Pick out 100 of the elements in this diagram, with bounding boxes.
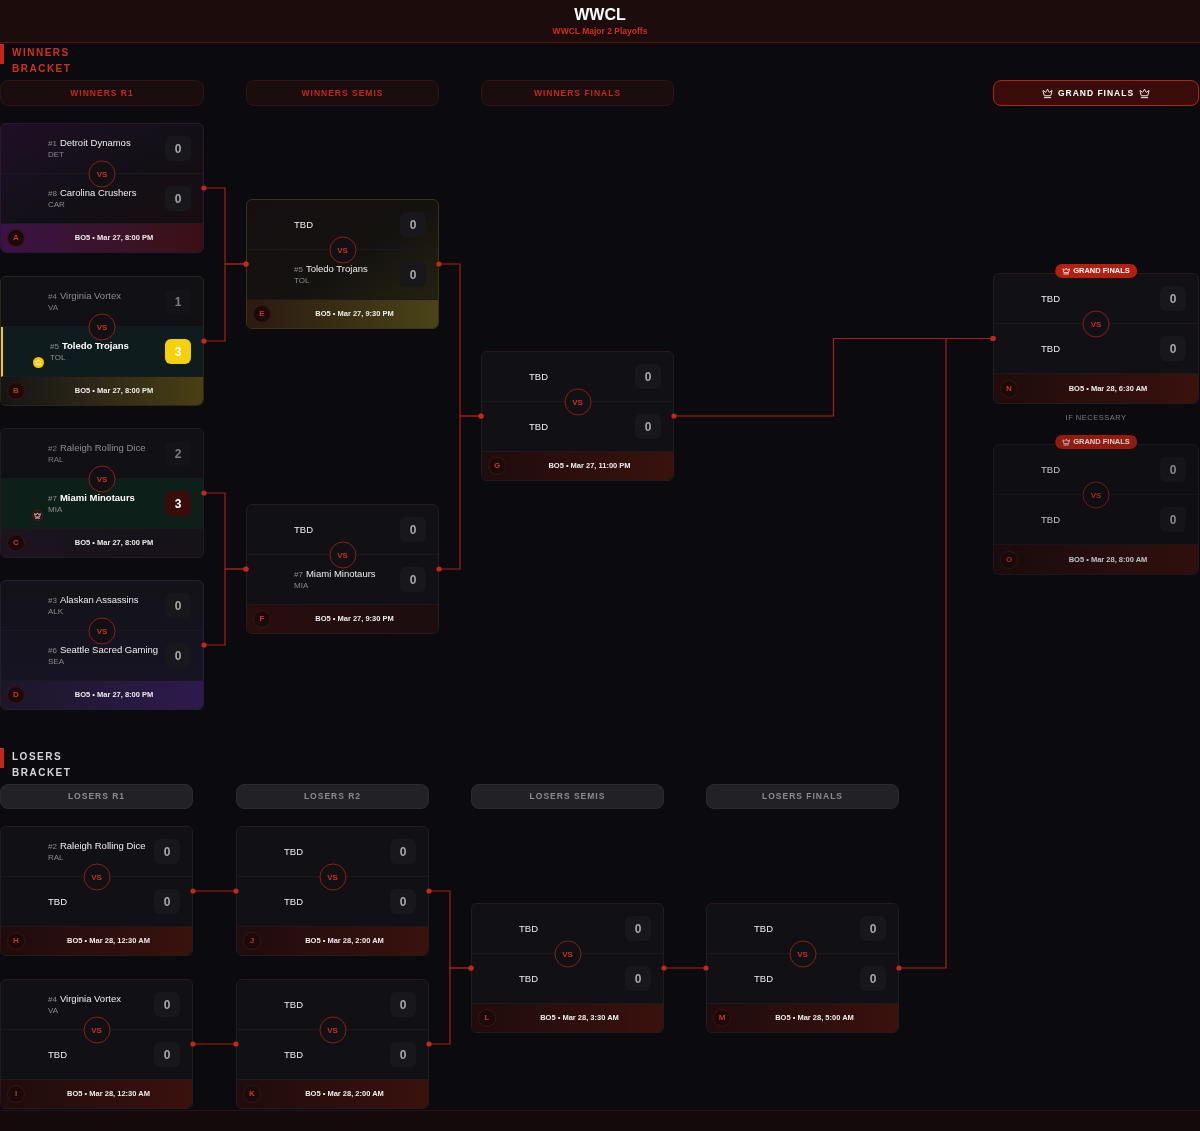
- round-title: GRAND FINALS: [1057, 88, 1135, 98]
- team-name: TBD: [1041, 464, 1060, 475]
- score: 0: [154, 1042, 180, 1067]
- round-header: [993, 80, 1199, 106]
- subtitle: WWCL Major 2 Playoffs: [552, 25, 648, 37]
- match-card: [0, 123, 204, 253]
- connector-line: [661, 965, 709, 971]
- match-id: D: [7, 686, 25, 704]
- round-header: [481, 80, 674, 106]
- team-name: Seattle Sacred Gaming: [59, 645, 159, 655]
- score: 0: [1160, 286, 1186, 311]
- score: 0: [400, 517, 426, 542]
- team-name: TBD: [284, 846, 303, 857]
- vs-marker: VS: [88, 160, 116, 188]
- seed-number: #7: [294, 571, 303, 579]
- team-name: TBD: [529, 371, 548, 382]
- match-card: [236, 826, 429, 956]
- score: 0: [1160, 336, 1186, 361]
- score: 0: [1160, 457, 1186, 482]
- round-title: LOSERS R2: [303, 792, 362, 801]
- match-card: [471, 903, 664, 1033]
- seed-number: #8: [48, 190, 57, 198]
- team-name: TBD: [48, 896, 67, 907]
- vs-marker: VS: [564, 388, 591, 416]
- team-name: Miami Minotaurs: [59, 493, 135, 503]
- team-abbreviation: MIA: [48, 506, 63, 514]
- team-name: Raleigh Rolling Dice: [59, 841, 146, 851]
- round-title: WINNERS SEMIS: [301, 88, 384, 98]
- match-id: H: [7, 932, 25, 950]
- vs-marker: VS: [319, 863, 346, 891]
- round-title: LOSERS FINALS: [762, 792, 843, 801]
- team-name: TBD: [284, 999, 303, 1010]
- team-name: Carolina Crushers: [59, 188, 137, 198]
- seed-number: #5: [50, 343, 59, 351]
- match-id: E: [253, 305, 271, 323]
- team-abbreviation: SEA: [48, 658, 64, 666]
- round-header: [0, 80, 204, 106]
- score: 3: [165, 491, 191, 516]
- team-name: Toledo Trojans: [61, 341, 129, 351]
- vs-marker: VS: [329, 541, 356, 569]
- score: 0: [165, 186, 191, 211]
- match-card: [0, 580, 204, 710]
- score: 0: [860, 966, 886, 991]
- vs-marker: VS: [88, 313, 116, 341]
- seed-number: #7: [48, 495, 57, 503]
- team-abbreviation: MIA: [294, 582, 309, 590]
- score: 3: [165, 339, 191, 364]
- score: 0: [165, 593, 191, 618]
- team-name: Detroit Dynamos: [59, 138, 131, 148]
- team-name: TBD: [529, 421, 548, 432]
- team-name: TBD: [284, 896, 303, 907]
- team-name: TBD: [519, 973, 538, 984]
- seed-number: #5: [294, 266, 303, 274]
- round-header: [0, 784, 193, 809]
- seed-number: #4: [48, 293, 57, 301]
- round-header: [471, 784, 664, 809]
- seed-number: #3: [48, 597, 57, 605]
- connector-line: [201, 261, 249, 344]
- section-title: WINNERS BRACKET: [12, 46, 73, 76]
- score: 0: [625, 916, 651, 941]
- team-name: TBD: [754, 923, 773, 934]
- match-id: A: [7, 229, 25, 247]
- match-card: [236, 979, 429, 1109]
- score: 0: [165, 136, 191, 161]
- team-abbreviation: VA: [48, 304, 59, 312]
- team-name: Raleigh Rolling Dice: [59, 443, 146, 453]
- vs-marker: VS: [319, 1016, 346, 1044]
- vs-marker: VS: [554, 940, 581, 968]
- team-name: TBD: [294, 524, 313, 535]
- score: 0: [154, 992, 180, 1017]
- team-abbreviation: VA: [48, 1007, 59, 1015]
- team-abbreviation: RAL: [48, 456, 64, 464]
- connector-line: [426, 965, 474, 1047]
- score: 0: [635, 414, 661, 439]
- score: 0: [1160, 507, 1186, 532]
- page-title: WWCL: [574, 6, 626, 24]
- score: 0: [165, 643, 191, 668]
- score: 0: [390, 992, 416, 1017]
- team-row: [1, 479, 203, 529]
- team-name: TBD: [284, 1049, 303, 1060]
- match-id: M: [713, 1009, 731, 1027]
- vs-marker: VS: [1082, 310, 1110, 338]
- score: 0: [390, 889, 416, 914]
- score: 0: [154, 839, 180, 864]
- team-name: TBD: [1041, 343, 1060, 354]
- team-name: Virginia Vortex: [59, 994, 121, 1004]
- match-card: [246, 199, 439, 329]
- match-card: [0, 826, 193, 956]
- score: 0: [390, 839, 416, 864]
- vs-marker: VS: [83, 863, 110, 891]
- connector-line: [896, 335, 996, 971]
- match-id: B: [7, 382, 25, 400]
- vs-marker: VS: [83, 1016, 110, 1044]
- team-abbreviation: TOL: [294, 277, 310, 285]
- match-card: [0, 428, 204, 558]
- vs-marker: VS: [88, 465, 116, 493]
- team-abbreviation: TOL: [50, 354, 66, 362]
- score: 0: [860, 916, 886, 941]
- round-header: [246, 80, 439, 106]
- match-card: [481, 351, 674, 481]
